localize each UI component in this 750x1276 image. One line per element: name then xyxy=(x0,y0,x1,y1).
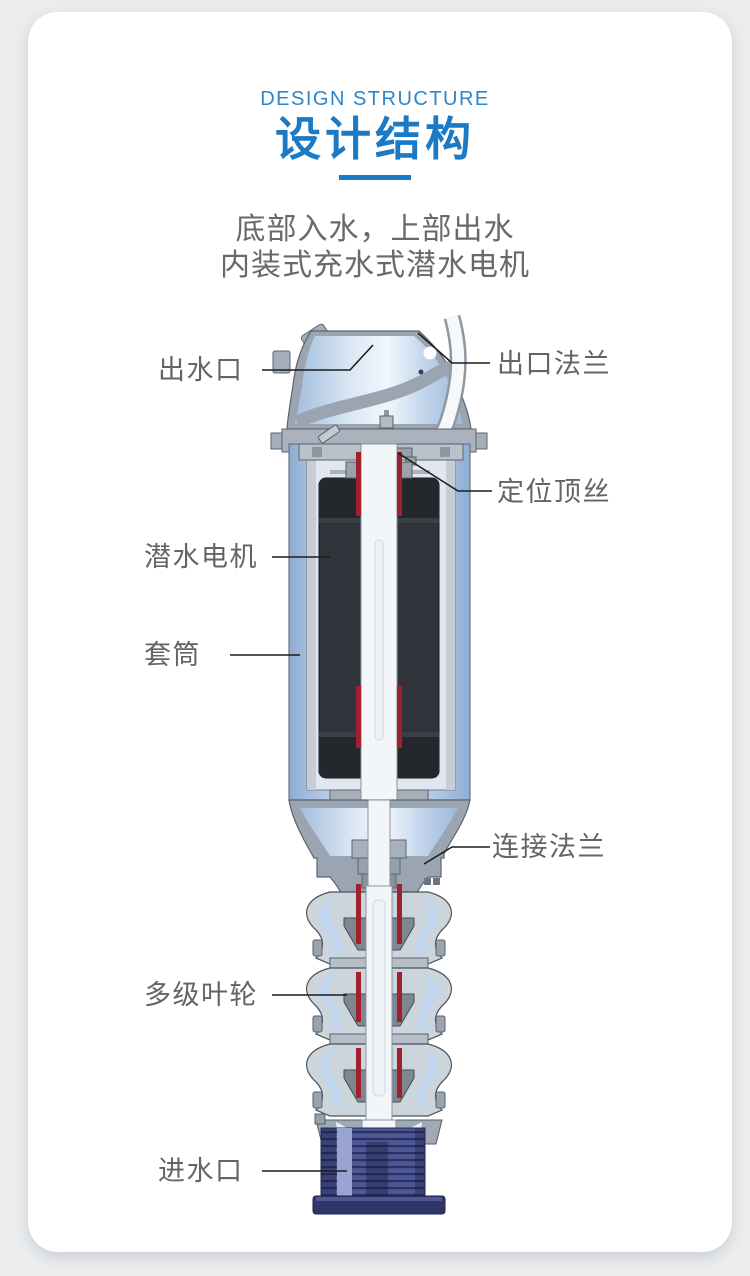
motor-section xyxy=(288,443,471,803)
intro-line-1: 底部入水，上部出水 xyxy=(235,213,515,246)
transition-cone xyxy=(288,799,471,894)
strainer-bolt xyxy=(314,1113,326,1125)
seal-red-bottom-left xyxy=(356,686,361,748)
flange-bolt-a xyxy=(424,878,431,885)
section-eyebrow: DESIGN STRUCTURE xyxy=(260,88,490,110)
shaft-slot xyxy=(372,899,386,1097)
leader-outlet-flange xyxy=(417,332,490,364)
seal-red-bottom-right xyxy=(397,686,402,748)
part-label-connecting-flange: 连接法兰 xyxy=(492,832,606,862)
strainer-shade-left xyxy=(321,1128,336,1198)
section-header: DESIGN STRUCTURE 设计结构 xyxy=(0,88,750,180)
page-title: 设计结构 xyxy=(275,113,475,165)
strainer-shade-right xyxy=(415,1128,425,1198)
title-underline xyxy=(339,175,411,180)
leader-set-screw xyxy=(397,452,492,492)
strainer-light-band xyxy=(337,1128,352,1198)
seal-red-top-left xyxy=(356,452,361,516)
pump-shaft-cone xyxy=(367,799,391,893)
top-plate-bolt-left xyxy=(312,447,322,457)
top-plate-bolt-right xyxy=(440,447,450,457)
part-label-outlet-flange: 出口法兰 xyxy=(497,349,611,379)
leader-connecting-flange xyxy=(423,846,490,865)
flange-bolt-b xyxy=(433,878,440,885)
head-side-lug xyxy=(272,350,291,374)
leader-outlet xyxy=(262,344,374,371)
impeller-stack xyxy=(305,884,453,1127)
vent-stem xyxy=(384,410,389,417)
housing-shade-right xyxy=(446,458,455,790)
strainer-center-column xyxy=(366,1142,388,1198)
part-label-outlet: 出水口 xyxy=(158,355,244,385)
plug-dot xyxy=(418,369,424,375)
angled-pin xyxy=(317,424,341,444)
flange-bolt-right xyxy=(475,432,488,450)
seal-red-top-right xyxy=(397,452,402,516)
intro-line-2: 内装式充水式潜水电机 xyxy=(220,249,530,282)
part-label-sleeve: 套筒 xyxy=(144,640,201,670)
head-passage-wall xyxy=(294,360,453,428)
leader-lines xyxy=(230,332,492,1172)
flange-bolt-left xyxy=(270,432,283,450)
discharge-head xyxy=(270,314,488,453)
part-label-motor: 潜水电机 xyxy=(144,542,258,572)
shaft-keyway xyxy=(374,539,384,741)
vent-fitting xyxy=(379,415,394,429)
part-label-inlet: 进水口 xyxy=(158,1156,244,1186)
base-highlight xyxy=(316,1197,442,1201)
part-label-impeller: 多级叶轮 xyxy=(144,980,258,1010)
intro-text: 底部入水，上部出水 内装式充水式潜水电机 xyxy=(0,212,750,284)
part-label-set-screw: 定位顶丝 xyxy=(497,477,611,507)
suction-strainer xyxy=(312,1113,446,1215)
head-bolt-hole xyxy=(423,346,437,360)
housing-shade-left xyxy=(307,458,316,790)
